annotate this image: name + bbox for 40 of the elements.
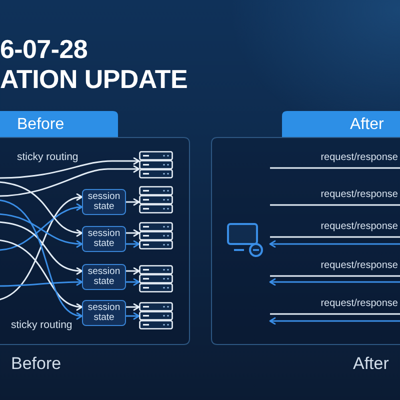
line-label: request/response bbox=[320, 298, 398, 310]
server-icon bbox=[139, 265, 173, 293]
arrow bbox=[125, 267, 140, 275]
arrow bbox=[0, 213, 83, 248]
line-label: request/response bbox=[320, 152, 398, 164]
arrow bbox=[0, 165, 140, 197]
process-box: session state bbox=[82, 300, 126, 326]
arrow bbox=[0, 181, 83, 236]
arrow bbox=[125, 303, 140, 311]
process-box: session state bbox=[82, 189, 126, 215]
process-box: session state bbox=[82, 264, 126, 290]
annotation-label: sticky routing bbox=[17, 151, 78, 163]
arrow bbox=[0, 194, 83, 301]
arrow bbox=[0, 239, 83, 310]
arrow bbox=[0, 278, 83, 287]
arrow bbox=[125, 240, 140, 248]
line-label: request/response bbox=[320, 260, 398, 272]
server-icon bbox=[139, 151, 173, 179]
line-label: request/response bbox=[320, 221, 398, 233]
arrow bbox=[125, 312, 140, 320]
title: 6-07-28 ATION UPDATE bbox=[0, 34, 189, 94]
arrow bbox=[125, 198, 140, 206]
arrow bbox=[0, 204, 83, 251]
panel bbox=[0, 111, 190, 345]
arrow bbox=[0, 157, 140, 179]
arrow bbox=[0, 221, 83, 274]
server-icon bbox=[139, 302, 173, 330]
panel bbox=[211, 111, 400, 345]
arrow bbox=[0, 199, 83, 318]
annotation-label: sticky routing bbox=[11, 319, 72, 331]
node-label: Before bbox=[11, 354, 62, 374]
line-label: request/response bbox=[320, 189, 398, 201]
arrow bbox=[125, 278, 140, 286]
arrow bbox=[125, 229, 140, 237]
server-icon bbox=[139, 222, 173, 250]
server-icon bbox=[139, 186, 173, 214]
panel-heading: After bbox=[350, 116, 384, 134]
panel-heading: Before bbox=[17, 116, 64, 134]
process-box: session state bbox=[82, 226, 126, 252]
node-label: After bbox=[353, 354, 389, 374]
